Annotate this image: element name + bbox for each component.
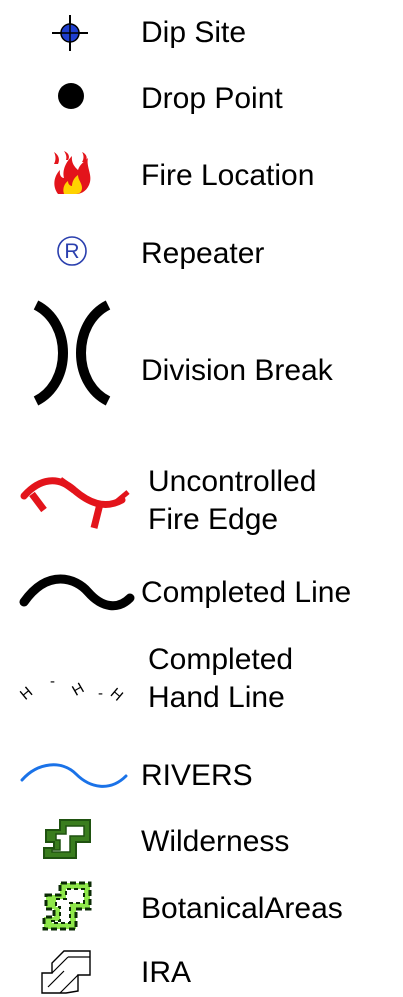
svg-text:-: - <box>50 673 55 690</box>
legend-item-botanical-areas: BotanicalAreas <box>0 875 403 940</box>
fire-icon <box>50 150 94 196</box>
svg-text:H: H <box>69 680 87 700</box>
legend-item-uncontrolled-fire-edge: Uncontrolled Fire Edge <box>0 460 403 550</box>
repeater-icon: R <box>56 235 88 267</box>
legend-label-drop-point: Drop Point <box>141 82 283 115</box>
legend-item-ira: IRA <box>0 943 403 997</box>
legend-label-uncontrolled-line-1: Uncontrolled <box>148 465 317 498</box>
dip-site-icon <box>50 13 90 53</box>
legend-label-ira: IRA <box>141 956 192 989</box>
completed-hand-line-icon: H - H - H <box>14 660 134 710</box>
uncontrolled-fire-edge-icon <box>18 470 130 532</box>
svg-text:-: - <box>98 685 103 702</box>
division-break-icon <box>32 300 112 406</box>
legend-label-rivers: RIVERS <box>141 759 253 792</box>
legend-item-drop-point: Drop Point <box>0 75 403 125</box>
rivers-icon <box>20 758 130 794</box>
legend-label-hand-line-1: Completed <box>148 643 294 676</box>
legend-label-botanical-areas: BotanicalAreas <box>141 892 343 925</box>
legend-label-division-break: Division Break <box>141 354 333 387</box>
svg-text:H: H <box>107 685 126 705</box>
legend-item-division-break: Division Break <box>0 295 403 415</box>
legend-item-repeater: R Repeater <box>0 220 403 280</box>
legend-label-hand-line-2: Hand Line <box>148 681 285 714</box>
svg-text:H: H <box>17 684 36 704</box>
wilderness-icon <box>38 816 98 862</box>
legend-item-dip-site: Dip Site <box>0 0 403 60</box>
legend-item-completed-line: Completed Line <box>0 568 403 618</box>
legend-item-rivers: RIVERS <box>0 752 403 802</box>
svg-text:R: R <box>64 240 79 263</box>
drop-point-icon <box>57 82 85 110</box>
legend-label-wilderness: Wilderness <box>141 825 290 858</box>
legend-item-wilderness: Wilderness <box>0 810 403 865</box>
completed-line-icon <box>18 572 136 614</box>
legend-label-repeater: Repeater <box>141 237 265 270</box>
legend-label-dip-site: Dip Site <box>141 16 247 49</box>
legend-item-completed-hand-line: H - H - H Completed Hand Line <box>0 640 403 730</box>
ira-icon <box>38 947 98 995</box>
legend-label-fire-location: Fire Location <box>141 159 315 192</box>
legend-label-uncontrolled-line-2: Fire Edge <box>148 503 279 536</box>
botanical-areas-icon <box>38 877 98 935</box>
legend-item-fire-location: Fire Location <box>0 148 403 203</box>
legend-label-completed-line: Completed Line <box>141 576 352 609</box>
